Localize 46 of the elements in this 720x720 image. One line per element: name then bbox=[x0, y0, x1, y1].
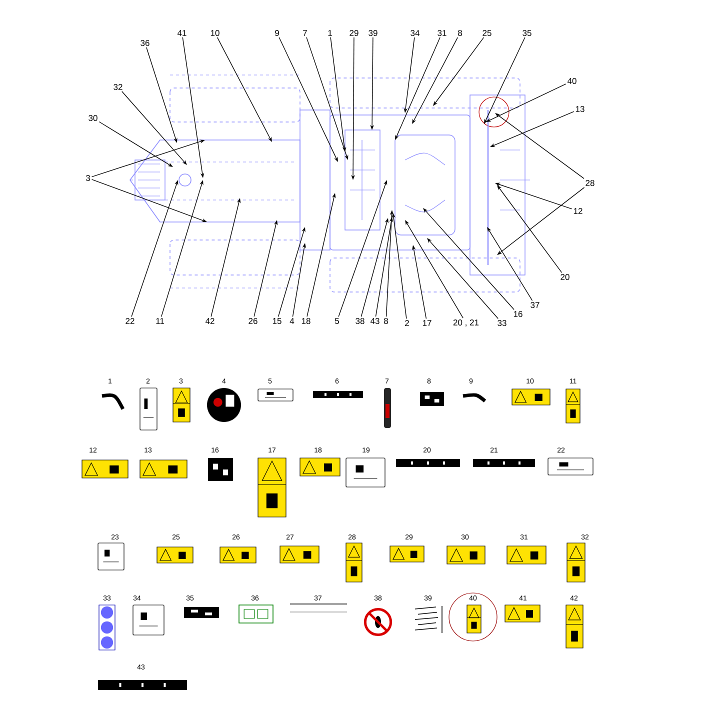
leader-line bbox=[433, 37, 484, 106]
callout-number: 33 bbox=[498, 320, 506, 326]
callout-number: 5 bbox=[334, 318, 340, 324]
callout-number: 7 bbox=[303, 30, 307, 36]
leader-line bbox=[427, 238, 498, 319]
leader-line bbox=[122, 91, 187, 165]
callout-number: 25 bbox=[482, 30, 492, 36]
callout-number: 22 bbox=[126, 318, 134, 324]
callout-number: 3 bbox=[86, 175, 90, 181]
leader-line bbox=[497, 187, 585, 255]
callout-number: 40 bbox=[567, 78, 576, 84]
callout-number: 43 bbox=[370, 318, 380, 324]
callout-number: 36 bbox=[140, 40, 150, 46]
tractor-drawing bbox=[130, 74, 530, 292]
callout-number: 35 bbox=[522, 30, 532, 36]
callout-number: 8 bbox=[384, 318, 388, 324]
callout-number: 37 bbox=[530, 302, 540, 308]
callout-number: 10 bbox=[210, 30, 220, 36]
callout-number: 34 bbox=[410, 30, 420, 36]
leader-line bbox=[423, 208, 514, 310]
callout-number: 42 bbox=[205, 318, 214, 324]
callout-number: 18 bbox=[302, 318, 310, 324]
callout-number: 8 bbox=[458, 30, 462, 36]
callout-number: 28 bbox=[586, 180, 594, 186]
callout-number: 41 bbox=[177, 30, 186, 36]
callout-number: 29 bbox=[350, 30, 358, 36]
callout-number: 13 bbox=[576, 106, 584, 112]
callout-number: 39 bbox=[368, 30, 378, 36]
callout-number: 4 bbox=[290, 318, 294, 324]
leader-line bbox=[495, 113, 584, 179]
callout-number: 16 bbox=[514, 311, 522, 317]
callout-number: 32 bbox=[114, 84, 122, 90]
callout-number: 1 bbox=[328, 30, 332, 36]
callout-number: 31 bbox=[438, 30, 446, 36]
callout-number: 20 bbox=[560, 274, 570, 280]
callout-number: 30 bbox=[88, 115, 98, 121]
leader-line bbox=[497, 185, 562, 273]
callout-number: 11 bbox=[156, 318, 164, 324]
callout-number: 15 bbox=[272, 318, 282, 324]
callout-number: 17 bbox=[422, 320, 432, 326]
callout-number: 26 bbox=[248, 318, 258, 324]
callout-number: 12 bbox=[574, 208, 582, 214]
callout-number: 20 , 21 bbox=[453, 320, 479, 326]
callout-number: 38 bbox=[356, 318, 364, 324]
callout-number: 9 bbox=[275, 30, 279, 36]
callout-number: 2 bbox=[405, 320, 409, 326]
